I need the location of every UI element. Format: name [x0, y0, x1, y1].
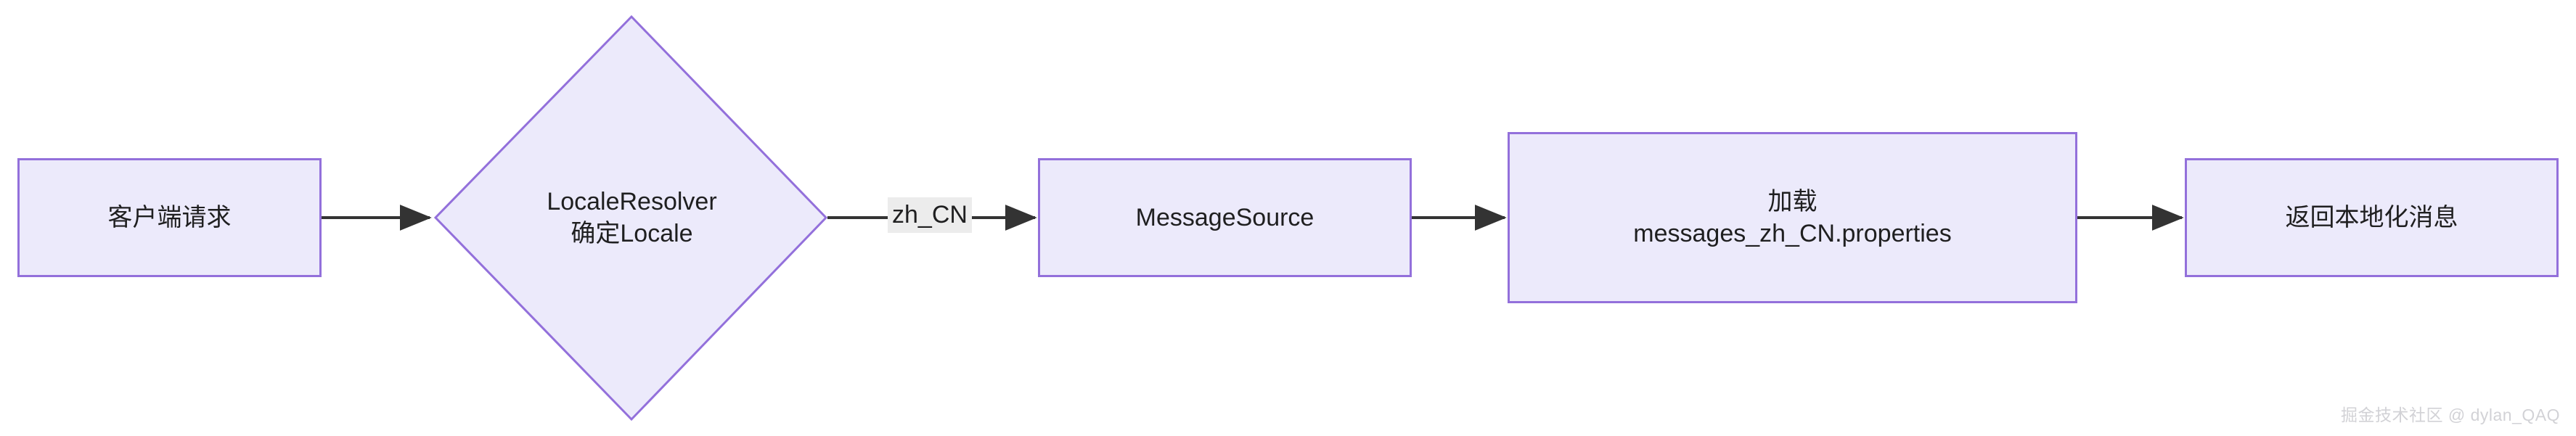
- watermark: 掘金技术社区 @ dylan_QAQ: [2340, 406, 2560, 424]
- node-message-source[interactable]: [1038, 158, 1412, 277]
- edge-label-zh-cn: zh_CN: [888, 197, 972, 233]
- node-locale-resolver[interactable]: [433, 15, 828, 421]
- edge-label-zh-cn-text: zh_CN: [892, 201, 968, 229]
- node-load-properties[interactable]: [1508, 132, 2077, 303]
- node-client-request[interactable]: [17, 158, 322, 277]
- node-return-message[interactable]: [2185, 158, 2559, 277]
